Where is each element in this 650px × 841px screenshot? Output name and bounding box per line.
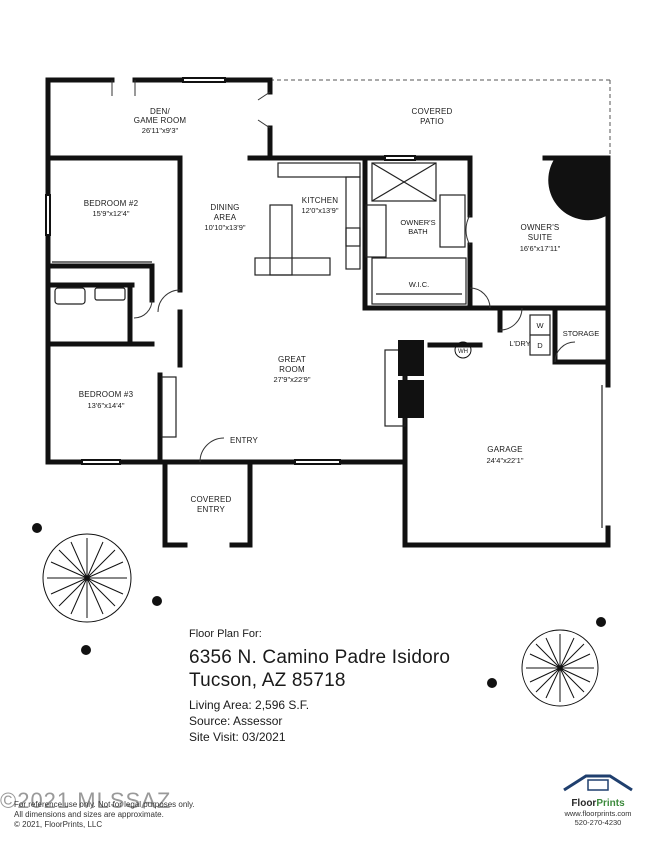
patio-name-1: COVERED bbox=[412, 107, 453, 116]
storage-name: STORAGE bbox=[563, 329, 600, 338]
walls bbox=[45, 77, 611, 548]
address-line-2: Tucson, AZ 85718 bbox=[189, 670, 346, 691]
suite-bay bbox=[548, 158, 608, 221]
tree-left bbox=[42, 533, 132, 623]
dining-name-2: AREA bbox=[214, 213, 237, 222]
site-visit: Site Visit: 03/2021 bbox=[189, 730, 286, 744]
bed2-name: BEDROOM #2 bbox=[84, 199, 139, 208]
kitchen-dims: 12'0"x13'9" bbox=[302, 206, 339, 215]
floorprints-logo: FloorPrints www.floorprints.com 520-270-… bbox=[553, 772, 643, 827]
bed3-name: BEDROOM #3 bbox=[79, 390, 134, 399]
kitchen-name: KITCHEN bbox=[302, 196, 339, 205]
den-name-2: GAME ROOM bbox=[134, 116, 187, 125]
tree-right bbox=[521, 629, 599, 707]
room-labels: DEN/ GAME ROOM 26'11"x9'3" COVERED PATIO… bbox=[79, 107, 600, 514]
dining-name-1: DINING bbox=[210, 203, 239, 212]
footer-line-2: All dimensions and sizes are approximate… bbox=[14, 810, 164, 819]
water-heater-label: WH bbox=[458, 349, 468, 355]
footer-line-3: © 2021, FloorPrints, LLC bbox=[14, 820, 103, 829]
source: Source: Assessor bbox=[189, 714, 283, 728]
plants bbox=[32, 523, 606, 707]
address-line-1: 6356 N. Camino Padre Isidoro bbox=[189, 647, 451, 668]
den-name-1: DEN/ bbox=[150, 107, 170, 116]
brand-website: www.floorprints.com bbox=[564, 809, 632, 818]
covered-entry-name-2: ENTRY bbox=[197, 505, 225, 514]
washer-label: W bbox=[536, 321, 544, 330]
dryer-label: D bbox=[537, 341, 543, 350]
suite-name-2: SUITE bbox=[528, 233, 553, 242]
great-name-2: ROOM bbox=[279, 365, 305, 374]
footer-line-1: For reference use only. Not for legal pu… bbox=[14, 800, 195, 809]
entry-name: ENTRY bbox=[230, 436, 258, 445]
ownbath-name-1: OWNER'S bbox=[400, 218, 435, 227]
dining-dims: 10'10"x13'9" bbox=[204, 223, 245, 232]
ownbath-name-2: BATH bbox=[408, 227, 427, 236]
great-dims: 27'9"x22'9" bbox=[274, 375, 311, 384]
water-heater-icon bbox=[454, 341, 472, 359]
house-roof-icon bbox=[563, 774, 633, 792]
suite-dims: 16'6"x17'11" bbox=[520, 244, 561, 253]
living-area: Living Area: 2,596 S.F. bbox=[189, 698, 310, 712]
shrubs bbox=[32, 523, 606, 688]
plan-info: Floor Plan For: 6356 N. Camino Padre Isi… bbox=[189, 628, 519, 745]
den-dims: 26'11"x9'3" bbox=[142, 126, 179, 135]
brand-name-a: Floor bbox=[571, 798, 597, 809]
laundry-name: L'DRY bbox=[509, 339, 530, 348]
bed2-dims: 15'9"x12'4" bbox=[93, 209, 130, 218]
garage-name: GARAGE bbox=[487, 445, 522, 454]
patio-outline bbox=[270, 79, 611, 158]
wic-name: W.I.C. bbox=[409, 280, 429, 289]
windows bbox=[45, 77, 416, 465]
covered-entry-name-1: COVERED bbox=[191, 495, 232, 504]
bed3-dims: 13'6"x14'4" bbox=[88, 401, 125, 410]
brand-name: FloorPrints bbox=[553, 798, 643, 809]
suite-name-1: OWNER'S bbox=[521, 223, 560, 232]
interior-lines bbox=[52, 162, 603, 528]
brand-phone: 520-270-4230 bbox=[574, 818, 622, 827]
watermark: ©2021 MLSSAZ bbox=[0, 788, 172, 813]
door-swings bbox=[111, 80, 576, 463]
patio-name-2: PATIO bbox=[420, 117, 444, 126]
brand-name-b: Prints bbox=[596, 798, 625, 809]
great-name-1: GREAT bbox=[278, 355, 306, 364]
footer-disclaimer: For reference use only. Not for legal pu… bbox=[14, 800, 195, 830]
fireplace bbox=[398, 340, 424, 418]
floor-plan-label: Floor Plan For: bbox=[189, 628, 262, 640]
garage-dims: 24'4"x22'1" bbox=[487, 456, 524, 465]
